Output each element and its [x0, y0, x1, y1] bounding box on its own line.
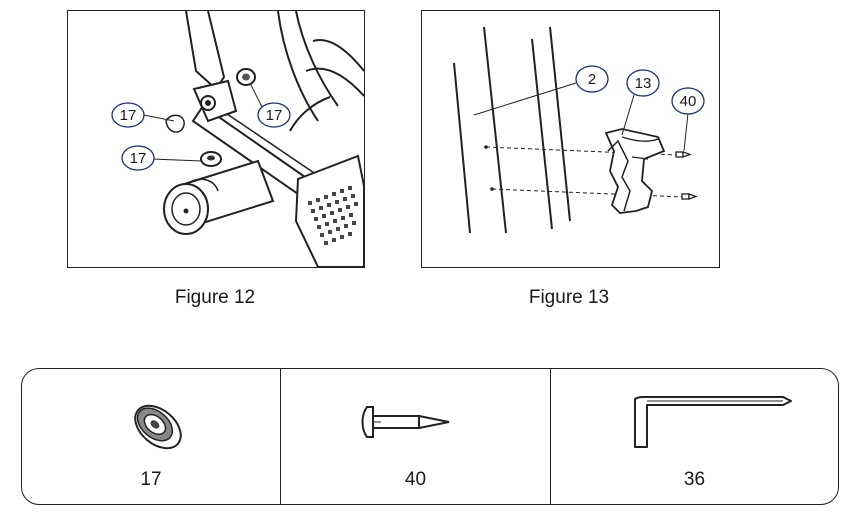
- callout-17-left: 17: [111, 102, 145, 128]
- callout-40: 40: [671, 87, 705, 115]
- part-number: 40: [404, 469, 427, 490]
- callout-17-lower: 17: [121, 145, 155, 171]
- svg-text:2: 2: [588, 71, 596, 88]
- part-cell-36: 36: [551, 369, 838, 504]
- callout-2: 2: [575, 65, 609, 93]
- svg-text:17: 17: [266, 107, 283, 124]
- allen-key-icon: [634, 396, 792, 448]
- part-cell-40: 40: [281, 369, 551, 504]
- callout-17-right: 17: [257, 102, 291, 128]
- figure-13-illustration: 2 13 40: [421, 10, 720, 268]
- svg-text:17: 17: [130, 150, 147, 167]
- parts-table: 17 40 36: [21, 368, 839, 505]
- part-number: 36: [683, 469, 706, 490]
- pedal-arm-drawing: 17 17 17: [111, 11, 364, 267]
- figure-12-illustration: 17 17 17: [67, 10, 365, 268]
- part-number: 17: [140, 469, 162, 490]
- callout-13: 13: [626, 69, 660, 97]
- part-cell-17: 17: [22, 369, 281, 504]
- svg-text:13: 13: [635, 75, 652, 92]
- bottle-holder-drawing: 2 13 40: [453, 26, 705, 234]
- cap-nut-icon: [134, 404, 182, 450]
- svg-text:17: 17: [120, 107, 137, 124]
- screw-icon: [361, 406, 450, 438]
- figure-13-caption: Figure 13: [528, 287, 610, 308]
- figure-12-caption: Figure 12: [174, 287, 256, 308]
- svg-text:40: 40: [680, 93, 697, 110]
